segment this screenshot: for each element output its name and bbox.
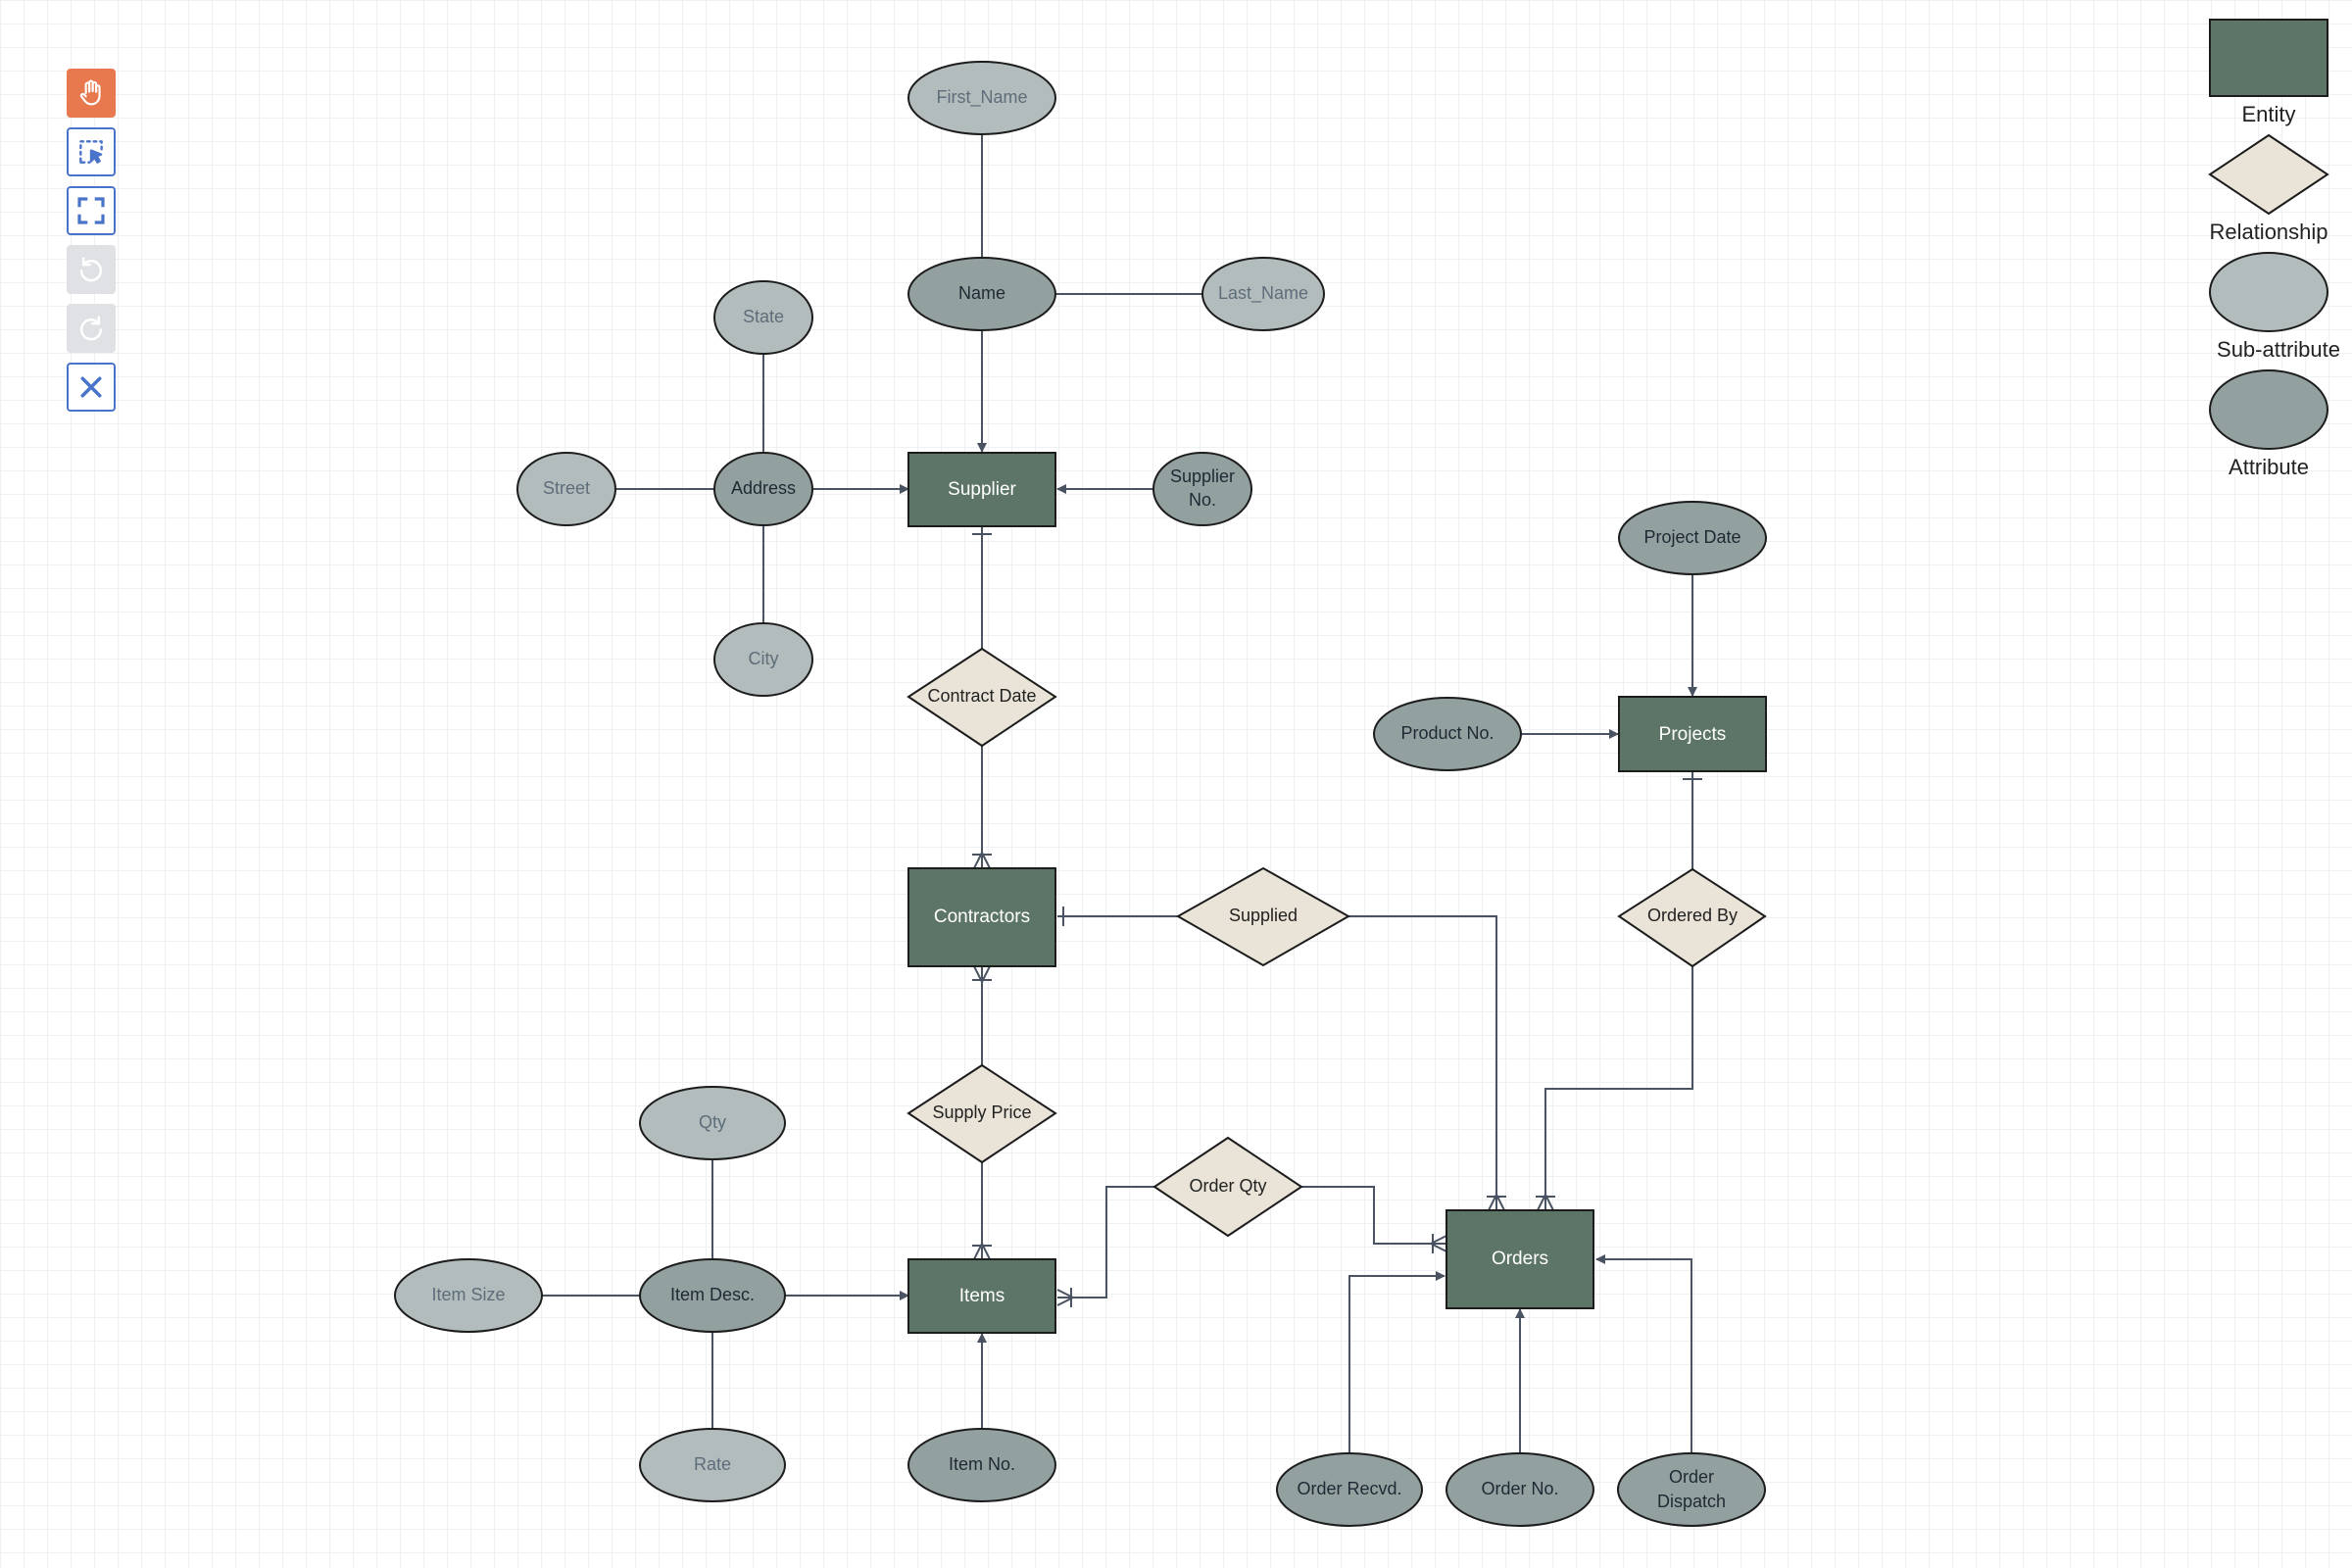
sub-attribute-last-name[interactable]: Last_Name bbox=[1201, 257, 1325, 331]
attribute-order-no[interactable]: Order No. bbox=[1446, 1452, 1594, 1527]
legend-label-relationship: Relationship bbox=[2209, 220, 2328, 244]
sub-attribute-label: Last_Name bbox=[1218, 283, 1308, 304]
entities: Supplier Contractors Items Orders Projec… bbox=[907, 452, 1767, 1334]
redo-button[interactable] bbox=[67, 304, 116, 353]
relationship-label: Ordered By bbox=[1647, 906, 1738, 925]
select-tool-button[interactable] bbox=[67, 127, 116, 176]
attribute-label: Item Desc. bbox=[670, 1285, 755, 1304]
clear-button[interactable] bbox=[67, 363, 116, 412]
entity-supplier[interactable]: Supplier bbox=[907, 452, 1056, 527]
selection-icon bbox=[79, 140, 103, 164]
entity-items[interactable]: Items bbox=[907, 1258, 1056, 1334]
legend-label-entity: Entity bbox=[2241, 102, 2296, 126]
entity-label: Supplier bbox=[948, 479, 1016, 500]
relationship-shape-icon bbox=[2208, 133, 2329, 216]
many-marker-orders-top-right bbox=[1536, 1192, 1555, 1211]
undo-icon bbox=[79, 257, 103, 282]
attribute-label: Name bbox=[958, 283, 1005, 303]
sub-attribute-label: City bbox=[749, 649, 779, 668]
many-marker-items-top bbox=[972, 1241, 992, 1260]
relationship-label: Supply Price bbox=[932, 1102, 1031, 1122]
sub-attribute-first-name[interactable]: First_Name bbox=[907, 61, 1056, 135]
entity-label: Projects bbox=[1659, 724, 1727, 745]
entity-orders[interactable]: Orders bbox=[1446, 1209, 1594, 1309]
attribute-label: Project Date bbox=[1643, 527, 1740, 547]
sub-attribute-label: State bbox=[743, 307, 784, 326]
attributes: Name Address Supplier No. Item Desc. Ite… bbox=[639, 257, 1767, 1527]
relationship-supplied[interactable]: Supplied bbox=[1175, 866, 1351, 967]
entity-label: Contractors bbox=[934, 906, 1030, 927]
edges bbox=[542, 135, 1702, 1454]
attribute-product-no[interactable]: Product No. bbox=[1373, 697, 1522, 771]
entity-label: Orders bbox=[1492, 1249, 1548, 1269]
sub-attributes: First_Name Last_Name State Street City Q… bbox=[394, 61, 1325, 1502]
relationship-ordered-by[interactable]: Ordered By bbox=[1617, 867, 1767, 968]
attribute-shape-icon bbox=[2209, 369, 2328, 450]
attribute-label: Order No. bbox=[1481, 1479, 1558, 1498]
attribute-label: Address bbox=[731, 478, 796, 498]
attribute-item-desc[interactable]: Item Desc. bbox=[639, 1258, 786, 1333]
sub-attribute-street[interactable]: Street bbox=[516, 452, 616, 526]
attribute-order-dispatch[interactable]: Order Dispatch bbox=[1617, 1452, 1766, 1527]
attribute-supplier-no[interactable]: Supplier No. bbox=[1152, 452, 1252, 526]
entity-label: Items bbox=[959, 1286, 1004, 1306]
attribute-label: Order Recvd. bbox=[1297, 1479, 1401, 1498]
undo-button[interactable] bbox=[67, 245, 116, 294]
sub-attribute-label: Qty bbox=[699, 1112, 726, 1132]
attribute-label-line2: Dispatch bbox=[1657, 1492, 1726, 1511]
attribute-name[interactable]: Name bbox=[907, 257, 1056, 331]
fit-screen-button[interactable] bbox=[67, 186, 116, 235]
sub-attribute-shape-icon bbox=[2209, 252, 2328, 332]
attribute-label-line1: Supplier bbox=[1170, 466, 1235, 486]
edge-supplied-orders bbox=[1348, 915, 1497, 1210]
relationship-label: Order Qty bbox=[1189, 1176, 1266, 1196]
edge-items-orderqty bbox=[1057, 1186, 1154, 1298]
fit-screen-icon bbox=[77, 197, 105, 224]
relationship-order-qty[interactable]: Order Qty bbox=[1152, 1136, 1303, 1238]
sub-attribute-city[interactable]: City bbox=[713, 622, 813, 697]
legend-label-attribute: Attribute bbox=[2229, 455, 2309, 479]
sub-attribute-state[interactable]: State bbox=[713, 280, 813, 355]
attribute-label-line1: Order bbox=[1669, 1467, 1714, 1487]
edge-orderqty-orders bbox=[1301, 1186, 1446, 1245]
attribute-item-no[interactable]: Item No. bbox=[907, 1428, 1056, 1502]
many-marker-items-right bbox=[1056, 1288, 1076, 1307]
relationship-label: Contract Date bbox=[927, 686, 1036, 706]
close-icon bbox=[80, 376, 102, 398]
sub-attribute-label: Item Size bbox=[431, 1285, 505, 1304]
attribute-address[interactable]: Address bbox=[713, 452, 813, 526]
relationships: Contract Date Supplied Supply Price Orde… bbox=[906, 647, 1767, 1238]
many-marker-orders-left bbox=[1428, 1234, 1447, 1253]
relationship-contract-date[interactable]: Contract Date bbox=[906, 647, 1057, 748]
attribute-project-date[interactable]: Project Date bbox=[1618, 501, 1767, 575]
attribute-label-line2: No. bbox=[1189, 490, 1216, 510]
many-marker-contractors-top bbox=[972, 850, 992, 869]
edge-orderdispatch-orders bbox=[1595, 1254, 1692, 1454]
entity-contractors[interactable]: Contractors bbox=[907, 867, 1056, 967]
relationship-label: Supplied bbox=[1229, 906, 1298, 925]
edge-orderrecvd-orders bbox=[1348, 1271, 1446, 1453]
sub-attribute-label: Street bbox=[543, 478, 590, 498]
redo-icon bbox=[79, 316, 103, 341]
many-marker-orders-top-left bbox=[1487, 1192, 1506, 1211]
sub-attribute-label: Rate bbox=[694, 1454, 731, 1474]
relationship-supply-price[interactable]: Supply Price bbox=[906, 1063, 1057, 1164]
sub-attribute-qty[interactable]: Qty bbox=[639, 1086, 786, 1160]
entity-projects[interactable]: Projects bbox=[1618, 696, 1767, 772]
attribute-label: Item No. bbox=[949, 1454, 1015, 1474]
attribute-label: Product No. bbox=[1400, 723, 1494, 743]
attribute-order-recvd[interactable]: Order Recvd. bbox=[1276, 1452, 1423, 1527]
hand-icon bbox=[79, 79, 101, 106]
many-marker-contractors-bottom bbox=[972, 965, 992, 985]
entity-shape-icon bbox=[2209, 19, 2328, 97]
legend-label-sub-attribute: Sub-attribute bbox=[2217, 337, 2340, 362]
er-diagram-canvas[interactable]: First_Name Last_Name State Street City Q… bbox=[0, 0, 2205, 1568]
edge-orderedby-orders bbox=[1544, 966, 1693, 1210]
sub-attribute-rate[interactable]: Rate bbox=[639, 1428, 786, 1502]
sub-attribute-item-size[interactable]: Item Size bbox=[394, 1258, 543, 1333]
pan-tool-button[interactable] bbox=[67, 69, 116, 118]
sub-attribute-label: First_Name bbox=[936, 87, 1027, 108]
